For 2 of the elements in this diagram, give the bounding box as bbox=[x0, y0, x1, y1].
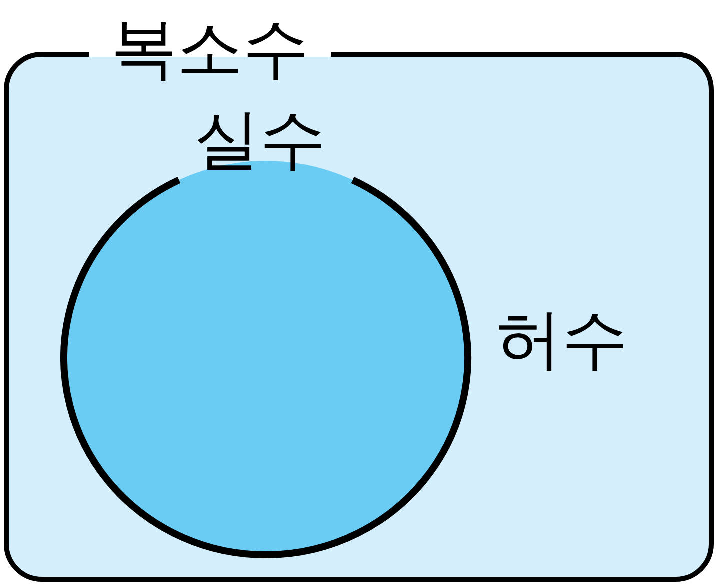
set-label: 실수 bbox=[194, 100, 326, 180]
region-label: 허수 bbox=[496, 300, 628, 380]
